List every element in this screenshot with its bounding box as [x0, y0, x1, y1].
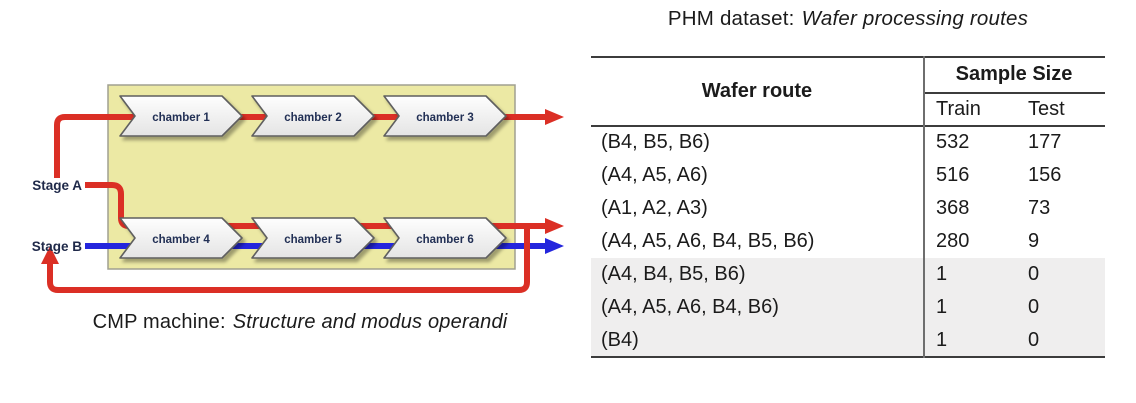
column-header-sample-size: Sample Size: [955, 63, 1073, 85]
test-cell: 73: [1028, 197, 1051, 219]
route-upper-line: [54, 114, 546, 178]
chamber-3-label: chamber 3: [416, 112, 474, 124]
table-row: (A4, B4, B5, B6) 1 0: [591, 258, 1105, 291]
table-row: (A1, A2, A3) 368 73: [591, 192, 1105, 225]
route-cell: (A4, A5, A6, B4, B6): [601, 296, 779, 318]
table-row: (B4, B5, B6) 532 177: [591, 126, 1105, 159]
table-body: (B4, B5, B6) 532 177 (A4, A5, A6) 516 15…: [591, 126, 1105, 357]
chamber-6-label: chamber 6: [416, 234, 474, 246]
title-prefix: PHM dataset:: [667, 7, 795, 30]
route-cell: (A4, A5, A6): [601, 164, 708, 186]
table-title: PHM dataset: Wafer processing routes: [591, 7, 1105, 31]
train-cell: 516: [936, 164, 970, 186]
train-cell: 1: [936, 296, 948, 318]
route-cell: (A1, A2, A3): [601, 197, 708, 219]
route-cell: (B4, B5, B6): [601, 131, 710, 153]
stage-a-label: Stage A: [32, 178, 82, 193]
chamber-2-label: chamber 2: [284, 112, 342, 124]
route-cell: (B4): [601, 329, 639, 351]
route-cell: (A4, A5, A6, B4, B5, B6): [601, 230, 815, 252]
column-header-wafer-route: Wafer route: [701, 79, 813, 102]
table-row: (A4, A5, A6, B4, B6) 1 0: [591, 291, 1105, 324]
diagram-caption: CMP machine: Structure and modus operandi: [35, 311, 565, 334]
caption-italic: Structure and modus operandi: [232, 311, 508, 333]
upper-exit-arrow-icon: [545, 109, 564, 125]
train-cell: 532: [936, 131, 970, 153]
header-bottom-rule: [591, 125, 1105, 127]
test-cell: 0: [1028, 263, 1040, 285]
chamber-1-label: chamber 1: [152, 112, 210, 124]
train-cell: 368: [936, 197, 970, 219]
test-cell: 0: [1028, 296, 1040, 318]
chamber-4-label: chamber 4: [152, 234, 210, 246]
table-bottom-rule: [591, 356, 1105, 358]
table-row: (A4, A5, A6, B4, B5, B6) 280 9: [591, 225, 1105, 258]
route-cell: (A4, B4, B5, B6): [601, 263, 746, 285]
lower-exit-arrow-icon: [545, 218, 564, 234]
test-cell: 9: [1028, 230, 1040, 252]
return-loop-up-arrow-icon: [41, 246, 59, 264]
train-cell: 1: [936, 263, 948, 285]
chamber-5-label: chamber 5: [284, 234, 342, 246]
caption-prefix: CMP machine:: [92, 311, 226, 333]
column-header-test: Test: [1028, 98, 1065, 120]
route-return-loop-line: [47, 226, 530, 293]
test-cell: 177: [1028, 131, 1062, 153]
table-row: (A4, A5, A6) 516 156: [591, 159, 1105, 192]
column-divider-rule: [923, 56, 925, 358]
title-italic: Wafer processing routes: [801, 7, 1029, 30]
table-top-rule: [591, 56, 1105, 58]
test-cell: 0: [1028, 329, 1040, 351]
table-row: (B4) 1 0: [591, 324, 1105, 357]
stage-b-exit-arrow-icon: [545, 238, 564, 254]
train-cell: 1: [936, 329, 948, 351]
stage-b-label: Stage B: [32, 239, 83, 254]
column-header-train: Train: [936, 98, 981, 120]
sample-size-sub-rule: [923, 92, 1105, 94]
train-cell: 280: [936, 230, 970, 252]
test-cell: 156: [1028, 164, 1062, 186]
cmp-machine-diagram: chamber 1 chamber 2 chamber 3 chamber 4 …: [32, 84, 564, 293]
